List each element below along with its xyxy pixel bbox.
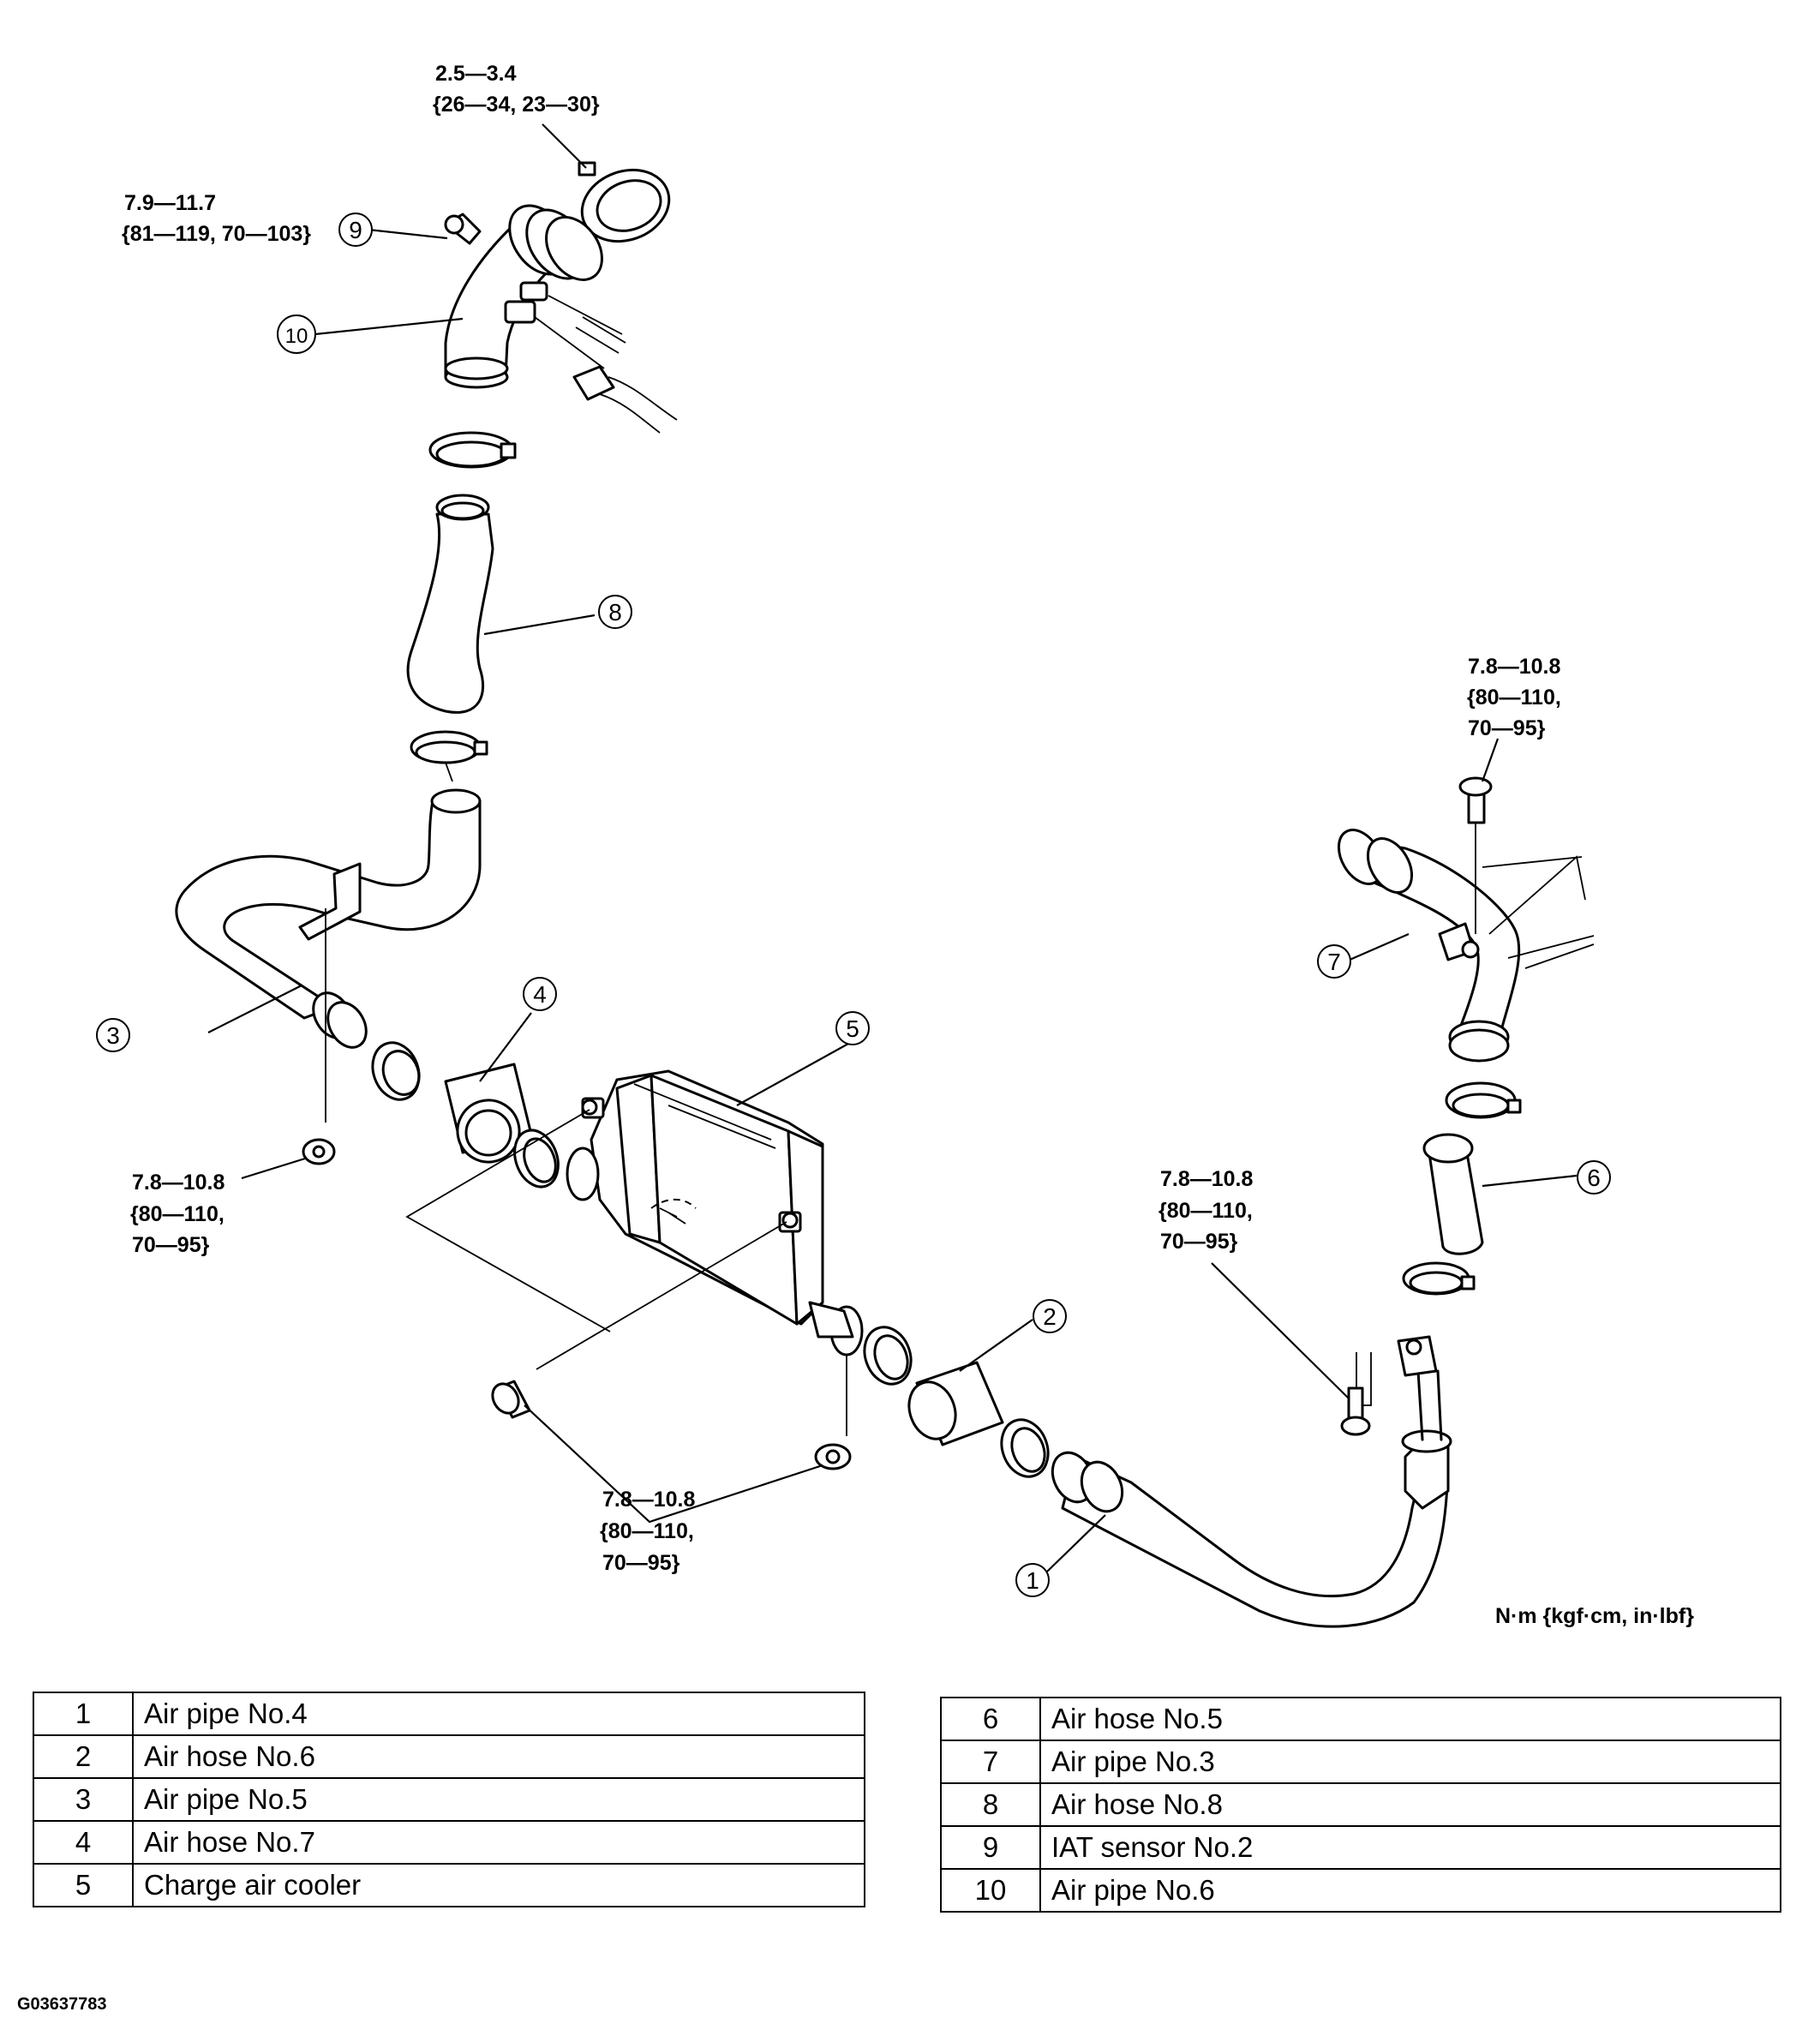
legend-row: 10 Air pipe No.6 — [940, 1868, 1781, 1913]
svg-text:9: 9 — [349, 217, 362, 243]
legend-table-right: 6 Air hose No.5 7 Air pipe No.3 8 Air ho… — [940, 1697, 1781, 1913]
exploded-parts-diagram: 2.5—3.4 {26—34, 23—30} 7.9—11.7 {81—119,… — [96, 62, 1694, 1628]
callout-3: 3 — [96, 1018, 130, 1052]
air-pipe-no6 — [444, 204, 678, 434]
legend-name: Charge air cooler — [132, 1863, 865, 1907]
legend-num: 3 — [33, 1777, 134, 1822]
torque-right-lower-line2: {80—110, — [1158, 1199, 1253, 1223]
middle-clamp — [410, 730, 488, 782]
legend-num: 5 — [33, 1863, 134, 1907]
right-lower-bolt — [1340, 1386, 1371, 1436]
legend-row: 9 IAT sensor No.2 — [940, 1825, 1781, 1870]
legend-name: Air hose No.5 — [1039, 1697, 1781, 1741]
legend-num: 8 — [940, 1782, 1041, 1827]
callout-7: 7 — [1317, 944, 1351, 979]
legend-name: Air pipe No.4 — [132, 1692, 865, 1736]
torque-iat-line1: 7.9—11.7 — [124, 191, 216, 215]
legend-row: 7 Air pipe No.3 — [940, 1740, 1781, 1784]
callout-10: 10 — [277, 314, 316, 354]
clamp-6b — [1402, 1261, 1476, 1296]
torque-cooler-bolts-line1: 7.8—10.8 — [602, 1488, 696, 1512]
callout-8: 8 — [598, 595, 632, 629]
legend-row: 6 Air hose No.5 — [940, 1697, 1781, 1741]
torque-left-nut-line3: 70—95} — [132, 1233, 210, 1257]
legend-name: Air pipe No.3 — [1039, 1740, 1781, 1784]
legend-name: Air hose No.7 — [132, 1820, 865, 1865]
iat-sensor — [444, 213, 482, 245]
figure-code: G03637783 — [17, 1995, 107, 2014]
legend-num: 1 — [33, 1692, 134, 1736]
legend-table-left: 1 Air pipe No.4 2 Air hose No.6 3 Air pi… — [33, 1692, 865, 1907]
legend-name: Air pipe No.6 — [1039, 1868, 1781, 1913]
air-pipe-no4 — [1051, 1335, 1452, 1628]
legend-row: 3 Air pipe No.5 — [33, 1777, 865, 1822]
charge-air-cooler — [566, 1069, 864, 1356]
hose-clamp-2a — [863, 1326, 913, 1386]
air-hose-no7 — [444, 1063, 533, 1164]
air-hose-no6 — [907, 1361, 1004, 1446]
legend-name: IAT sensor No.2 — [1039, 1825, 1781, 1870]
legend-row: 1 Air pipe No.4 — [33, 1692, 865, 1736]
svg-text:5: 5 — [846, 1015, 859, 1042]
legend-row: 8 Air hose No.8 — [940, 1782, 1781, 1827]
svg-text:8: 8 — [608, 599, 622, 626]
torque-left-nut-line1: 7.8—10.8 — [132, 1171, 225, 1195]
svg-text:1: 1 — [1026, 1567, 1039, 1594]
upper-clamp — [428, 431, 517, 469]
torque-left-nut-line2: {80—110, — [130, 1202, 225, 1226]
svg-text:6: 6 — [1587, 1165, 1601, 1191]
right-upper-bolt — [1458, 776, 1493, 824]
air-hose-no8 — [406, 494, 494, 714]
hose-clamp-2b — [1000, 1418, 1050, 1478]
torque-right-lower-line3: 70—95} — [1160, 1230, 1238, 1254]
air-pipe-no5 — [175, 788, 482, 1049]
callout-4: 4 — [523, 977, 557, 1011]
callout-2: 2 — [1033, 1299, 1067, 1333]
svg-text:10: 10 — [285, 325, 308, 348]
air-hose-no5 — [1422, 1133, 1484, 1255]
callout-9: 9 — [338, 213, 373, 247]
callout-1: 1 — [1015, 1563, 1050, 1597]
legend-num: 10 — [940, 1868, 1041, 1913]
svg-text:2: 2 — [1043, 1303, 1057, 1330]
legend-name: Air pipe No.5 — [132, 1777, 865, 1822]
legend-num: 2 — [33, 1734, 134, 1779]
clamp-6a — [1445, 1081, 1522, 1119]
hose-clamp-4b — [513, 1129, 560, 1189]
torque-cooler-bolts-line3: 70—95} — [602, 1551, 680, 1575]
torque-cooler-bolts-line2: {80—110, — [600, 1519, 694, 1543]
torque-top-clamp-line2: {26—34, 23—30} — [433, 93, 600, 117]
torque-right-upper-line2: {80—110, — [1467, 686, 1561, 710]
cooler-nut — [814, 1443, 852, 1470]
torque-right-lower-line1: 7.8—10.8 — [1160, 1167, 1254, 1191]
legend-num: 6 — [940, 1697, 1041, 1741]
left-nut — [302, 1138, 336, 1165]
svg-text:4: 4 — [533, 981, 547, 1008]
cooler-bolt — [491, 1380, 531, 1419]
callout-6: 6 — [1577, 1160, 1611, 1195]
air-pipe-no3 — [1337, 829, 1521, 1063]
legend-name: Air hose No.8 — [1039, 1782, 1781, 1827]
svg-text:7: 7 — [1327, 949, 1341, 975]
legend-num: 4 — [33, 1820, 134, 1865]
legend-num: 7 — [940, 1740, 1041, 1784]
hose-clamp-4a — [371, 1041, 421, 1101]
top-clamp — [578, 161, 671, 243]
legend-row: 4 Air hose No.7 — [33, 1820, 865, 1865]
svg-text:3: 3 — [106, 1022, 120, 1049]
callout-5: 5 — [835, 1011, 870, 1045]
torque-right-upper-line3: 70—95} — [1468, 716, 1546, 740]
units-label: N·m {kgf·cm, in·lbf} — [1495, 1604, 1694, 1628]
torque-iat-line2: {81—119, 70—103} — [122, 222, 311, 246]
legend-name: Air hose No.6 — [132, 1734, 865, 1779]
legend-row: 2 Air hose No.6 — [33, 1734, 865, 1779]
legend-row: 5 Charge air cooler — [33, 1863, 865, 1907]
torque-right-upper-line1: 7.8—10.8 — [1468, 655, 1561, 679]
torque-top-clamp-line1: 2.5—3.4 — [435, 62, 517, 86]
legend-num: 9 — [940, 1825, 1041, 1870]
